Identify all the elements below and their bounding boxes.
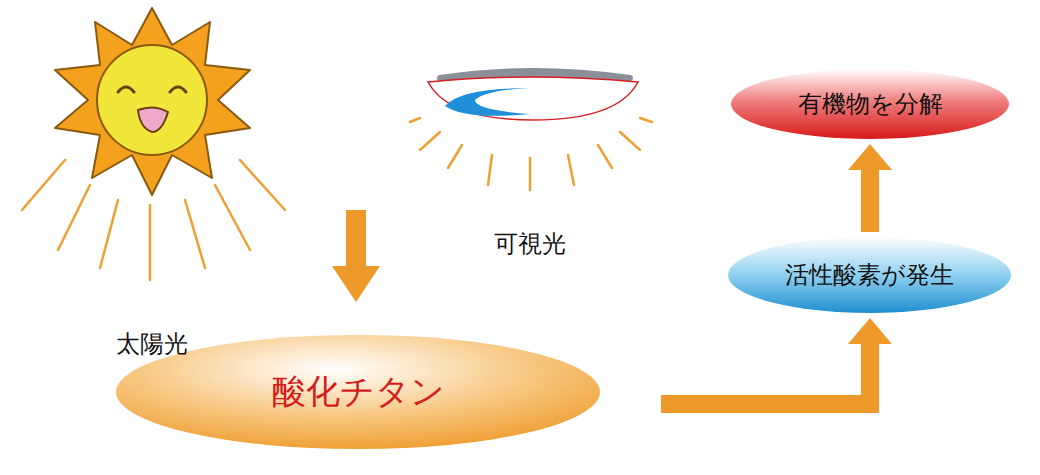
sun: [55, 8, 250, 195]
node-text: 酸化チタン: [272, 369, 445, 415]
light-label: 太陽光: [116, 328, 188, 360]
flow-arrow: [848, 144, 892, 232]
node-text: 有機物を分解: [798, 88, 943, 120]
flow-arrow: [661, 318, 892, 404]
ceiling-lamp: [410, 71, 652, 190]
node-text: 活性酸素が発生: [785, 259, 954, 291]
ellipse-node: 有機物を分解: [730, 68, 1010, 140]
down-arrow: [332, 210, 380, 302]
light-label: 可視光: [494, 228, 566, 260]
ellipse-node: 活性酸素が発生: [727, 236, 1012, 314]
